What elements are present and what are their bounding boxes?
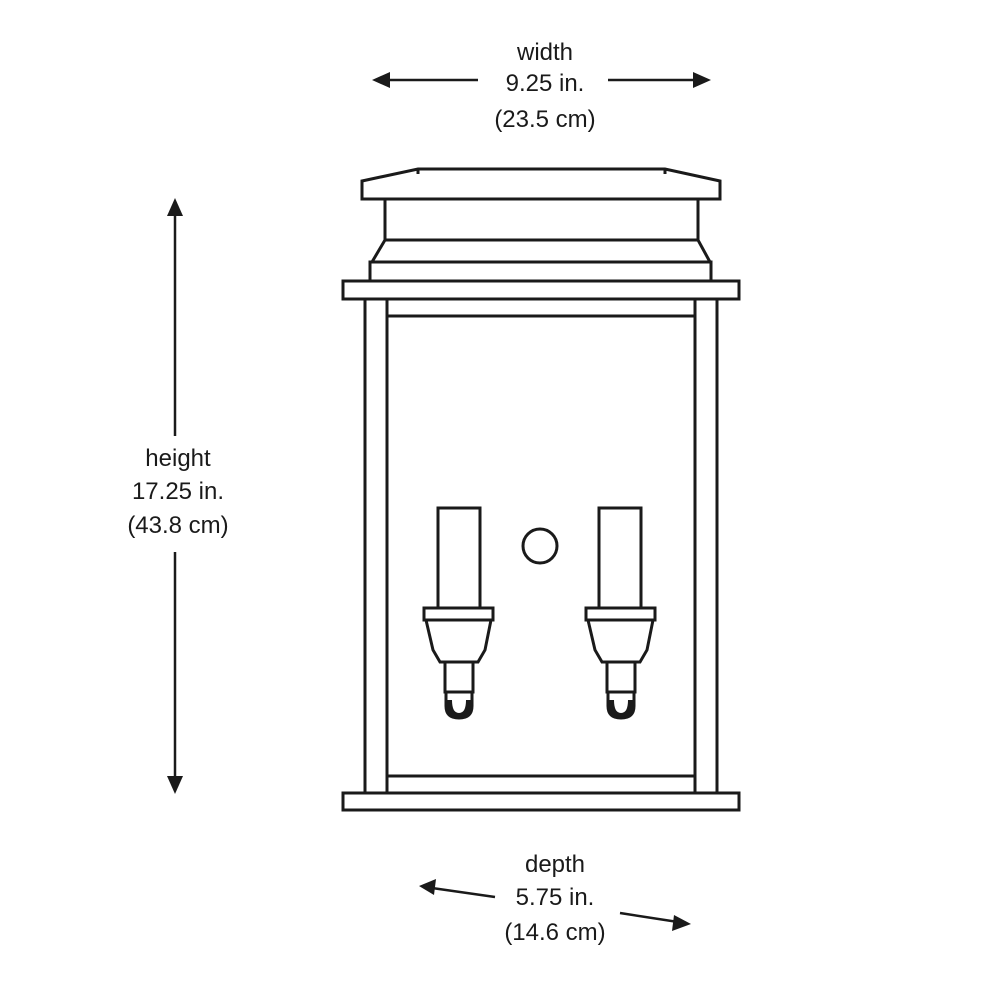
right-candle-socket bbox=[584, 506, 657, 720]
width-imperial-value: 9.25 in. bbox=[506, 70, 585, 97]
height-dimension: height 17.25 in. (43.8 cm) bbox=[127, 198, 229, 794]
height-metric-value: (43.8 cm) bbox=[127, 512, 228, 539]
depth-label: depth bbox=[525, 851, 585, 878]
lantern-right-post bbox=[693, 297, 719, 795]
width-metric-value: (23.5 cm) bbox=[494, 106, 595, 133]
depth-dimension: depth 5.75 in. (14.6 cm) bbox=[419, 851, 691, 946]
height-arrow bbox=[167, 198, 183, 794]
width-dimension: width 9.25 in. (23.5 cm) bbox=[372, 39, 711, 133]
lantern-crown bbox=[368, 197, 713, 283]
height-label: height bbox=[145, 445, 211, 472]
lantern-upper-plate bbox=[341, 279, 741, 301]
depth-metric-value: (14.6 cm) bbox=[504, 919, 605, 946]
height-imperial-value: 17.25 in. bbox=[132, 478, 224, 505]
depth-arrow bbox=[419, 879, 691, 931]
lantern-glass-panel bbox=[387, 314, 695, 778]
width-arrow bbox=[372, 72, 711, 88]
lantern-top-cap bbox=[360, 167, 722, 201]
lantern-center-knob bbox=[521, 527, 559, 565]
depth-imperial-value: 5.75 in. bbox=[516, 884, 595, 911]
lantern-bottom-plate bbox=[341, 791, 741, 812]
wall-lantern-two-candle-icon bbox=[341, 167, 741, 812]
left-candle-socket bbox=[422, 506, 495, 720]
width-label: width bbox=[516, 39, 573, 66]
lantern-left-post bbox=[363, 297, 389, 795]
